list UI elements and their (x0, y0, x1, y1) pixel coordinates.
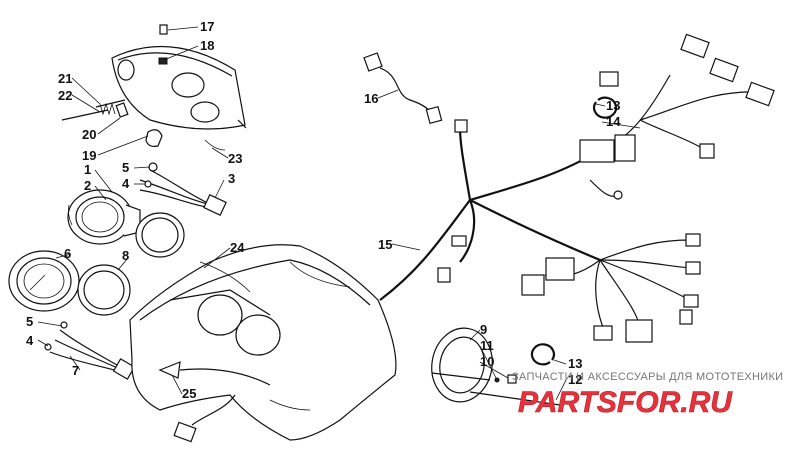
headlight-housing (111, 45, 247, 130)
callout-20: 20 (82, 127, 96, 142)
bulb-socket-clip (158, 24, 168, 65)
headlight-bulb (145, 129, 163, 147)
callout-19: 19 (82, 148, 96, 163)
watermark-logo: PARTSFOR.RU (518, 386, 733, 419)
harness-connectors (437, 33, 775, 343)
retaining-ring-lower (530, 343, 555, 366)
indicator-lamp-assembly (431, 327, 561, 406)
callout-8: 8 (122, 248, 129, 263)
callout-leaders (37, 26, 641, 401)
callout-5-lower: 5 (26, 314, 33, 329)
speedometer-gauge (67, 189, 141, 245)
gauge-wiring-upper (139, 162, 227, 216)
instrument-hood (129, 244, 397, 441)
callout-24: 24 (230, 240, 245, 255)
watermark: ЗАПЧАСТИ И АКСЕССУАРЫ ДЛЯ МОТОТЕХНИКИ PA… (512, 371, 783, 419)
callout-7: 7 (72, 363, 79, 378)
callout-labels: 17 18 21 22 20 19 23 5 4 3 1 2 6 8 24 5 … (26, 19, 621, 401)
tachometer-gauge (8, 250, 80, 312)
callout-10: 10 (480, 354, 494, 369)
callout-1: 1 (84, 162, 91, 177)
callout-14: 14 (606, 114, 621, 129)
callout-21: 21 (58, 71, 72, 86)
headlight-wire-23 (204, 139, 226, 151)
callout-3: 3 (228, 171, 235, 186)
callout-13-upper: 13 (606, 98, 620, 113)
watermark-caption: ЗАПЧАСТИ И АКСЕССУАРЫ ДЛЯ МОТОТЕХНИКИ (512, 371, 783, 383)
hood-wire-harness (173, 394, 236, 443)
adjuster-screw (61, 99, 129, 121)
callout-25: 25 (182, 386, 196, 401)
callout-4-upper: 4 (122, 176, 130, 191)
gauge-ring-lower (77, 264, 131, 316)
callout-23: 23 (228, 151, 242, 166)
callout-16: 16 (364, 91, 378, 106)
callout-2: 2 (84, 178, 91, 193)
callout-18: 18 (200, 38, 214, 53)
gauge-ring-upper (135, 212, 185, 258)
callout-15: 15 (378, 237, 392, 252)
callout-13-lower: 13 (568, 356, 582, 371)
short-harness (363, 52, 443, 125)
callout-12: 12 (568, 372, 582, 387)
callout-5-upper: 5 (122, 160, 129, 175)
retaining-ring-upper (593, 96, 618, 119)
callout-6: 6 (64, 246, 71, 261)
callout-9: 9 (480, 322, 487, 337)
callout-11: 11 (480, 338, 494, 353)
callout-22: 22 (58, 88, 72, 103)
callout-17: 17 (200, 19, 214, 34)
callout-4-lower: 4 (26, 333, 34, 348)
gauge-wiring-lower (44, 321, 136, 380)
